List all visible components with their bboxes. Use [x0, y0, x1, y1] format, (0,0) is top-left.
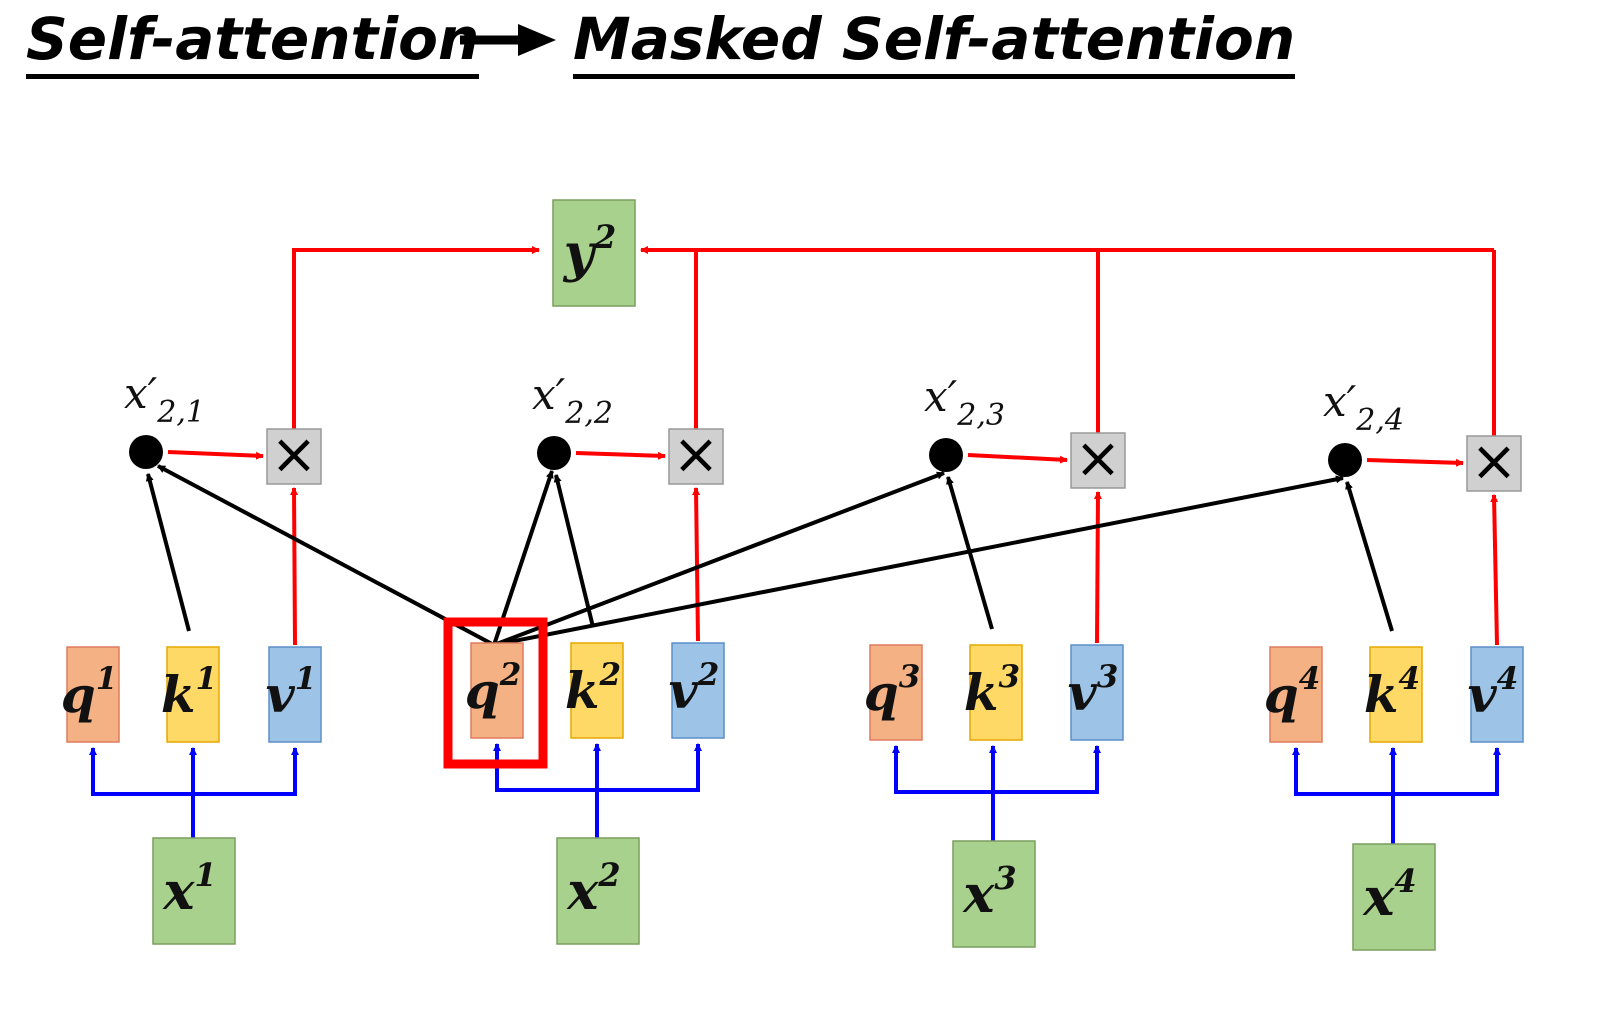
value-box-2 — [671, 642, 725, 739]
attention-score-dot-2 — [537, 436, 571, 470]
query-arrow-1 — [157, 464, 495, 647]
value-box-3 — [1070, 644, 1124, 741]
input-arrow-v2 — [597, 743, 702, 792]
multiply-box-1 — [266, 428, 322, 485]
query-box-3-label: q3 — [864, 659, 921, 722]
attention-weight-label-4: x′2,4 — [1323, 377, 1404, 438]
multiply-icon-2: × — [673, 422, 720, 487]
attention-weight-label-1: x′2,1 — [124, 369, 205, 430]
query-box-4 — [1269, 646, 1323, 743]
key-arrow-1 — [145, 473, 191, 632]
attention-weight-label-3: x′2,3 — [924, 372, 1005, 433]
weight-arrow-3 — [967, 453, 1068, 464]
input-arrow-q1 — [89, 747, 193, 796]
weight-arrow-1 — [167, 450, 264, 460]
query-box-2 — [470, 642, 524, 739]
attention-score-dot-3 — [929, 438, 963, 472]
multiply-icon-3: × — [1075, 426, 1122, 491]
input-arrow-v1 — [193, 747, 299, 796]
input-box-2 — [556, 837, 640, 945]
title-masked-self-attention: Masked Self-attention — [573, 4, 1296, 79]
input-box-3 — [952, 840, 1036, 948]
right-arrow-icon — [460, 24, 556, 56]
attention-score-dot-1 — [129, 435, 163, 469]
input-box-2-label: x2 — [566, 856, 620, 922]
multiply-box-4 — [1466, 435, 1522, 492]
title-self-attention: Self-attention — [26, 4, 480, 79]
multiply-box-2 — [668, 428, 724, 485]
query-highlight-box — [443, 617, 548, 769]
value-box-1 — [268, 646, 322, 743]
input-arrow-v3 — [993, 745, 1101, 794]
query-arrow-4 — [493, 475, 1344, 647]
multiply-icon-1: × — [271, 422, 318, 487]
input-arrow-q2 — [493, 743, 597, 792]
value-box-4 — [1470, 646, 1524, 743]
key-arrow-4 — [1345, 481, 1394, 632]
query-box-1-label: q1 — [61, 661, 118, 724]
query-arrow-2 — [492, 470, 554, 646]
key-arrow-2 — [553, 474, 595, 628]
query-box-3 — [869, 644, 923, 741]
key-box-2 — [570, 642, 624, 739]
value-arrow-2 — [692, 487, 701, 642]
value-arrow-4 — [1490, 494, 1499, 646]
input-box-4 — [1352, 843, 1436, 951]
key-box-1 — [166, 646, 220, 743]
input-arrow-v4 — [1393, 747, 1501, 796]
input-arrow-q3 — [892, 745, 993, 794]
key-box-4 — [1369, 646, 1423, 743]
input-arrow-q4 — [1292, 747, 1393, 796]
weight-arrow-4 — [1366, 458, 1464, 467]
input-box-1 — [152, 837, 236, 945]
key-box-3 — [969, 644, 1023, 741]
output-box-y2 — [552, 199, 636, 307]
query-box-1 — [66, 646, 120, 743]
value-arrow-3 — [1093, 491, 1102, 644]
attention-weight-label-2: x′2,2 — [532, 370, 613, 431]
multiply-icon-4: × — [1471, 429, 1518, 494]
value-arrow-1 — [290, 487, 299, 646]
attention-score-dot-4 — [1328, 443, 1362, 477]
multiply-box-3 — [1070, 432, 1126, 489]
query-arrow-3 — [493, 471, 945, 647]
weight-arrow-2 — [575, 451, 666, 460]
output-arrow-left — [292, 246, 540, 258]
